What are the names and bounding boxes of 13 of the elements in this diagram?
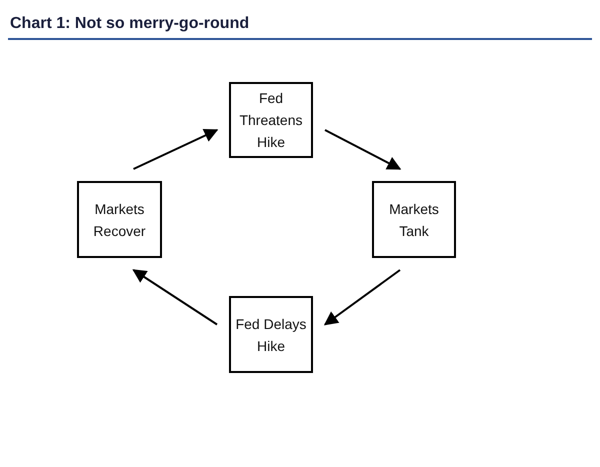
process-box bbox=[77, 181, 162, 258]
process-box bbox=[229, 82, 313, 158]
chart-title: Chart 1: Not so merry-go-round bbox=[10, 14, 250, 34]
process-box bbox=[229, 296, 313, 373]
box-label: Markets Tank bbox=[388, 200, 440, 240]
box-label: Markets Recover bbox=[92, 200, 147, 240]
arrow bbox=[132, 269, 218, 326]
box-label: Fed Delays Hike bbox=[235, 314, 307, 356]
process-box bbox=[372, 181, 456, 258]
arrow bbox=[324, 129, 402, 170]
box-label: Fed Threatens Hike bbox=[238, 89, 304, 152]
arrow bbox=[133, 129, 218, 170]
arrow bbox=[324, 269, 401, 326]
